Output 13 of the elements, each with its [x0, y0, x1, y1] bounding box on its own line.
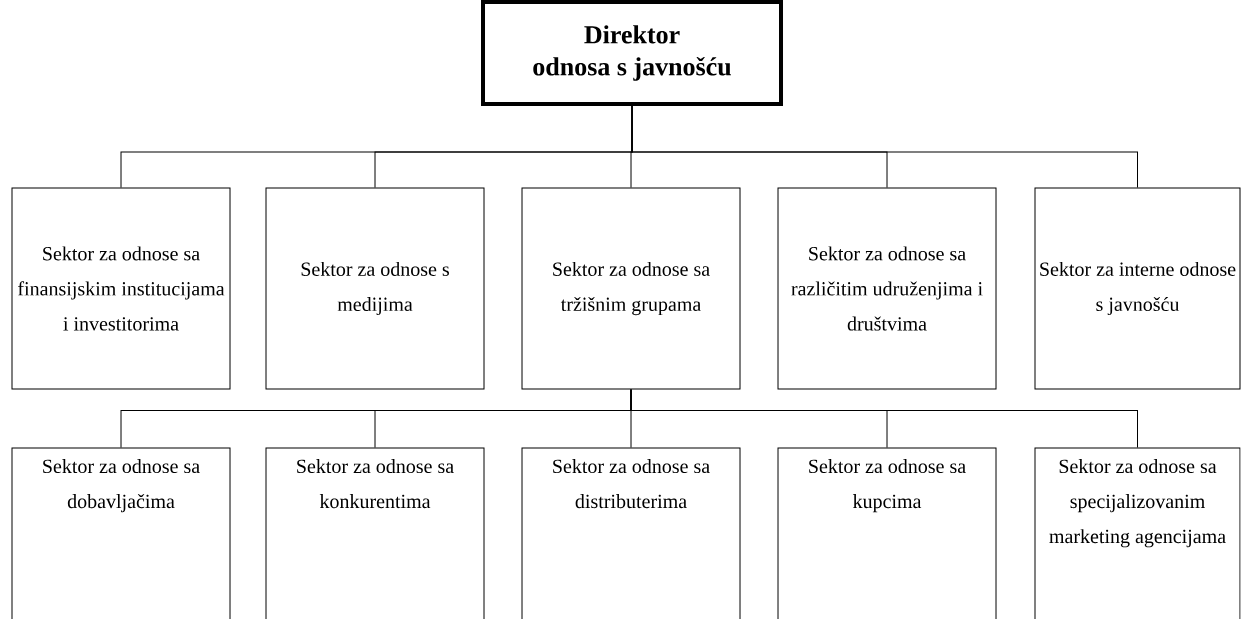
connector-line: [631, 105, 1138, 188]
department-box: Sektor za odnose s medijima: [265, 187, 485, 390]
department-box: Sektor za odnose sa konkurentima: [265, 447, 485, 619]
department-box: Sektor za odnose sa specijalizovanim marketing agencijama: [1034, 447, 1241, 619]
connector-line: [630, 389, 1138, 448]
department-box: Sektor za odnose sa finansijskim institucijama i investitorima: [11, 187, 231, 390]
department-box: Sektor za odnose sa različitim udruženjima i društvima: [777, 187, 997, 390]
department-box: Sektor za odnose sa dobavljačima: [11, 447, 231, 619]
department-box: Sektor za odnose sa kupcima: [777, 447, 997, 619]
department-box: Sektor za odnose sa distributerima: [521, 447, 741, 619]
department-box: Sektor za interne odnose s javnošću: [1034, 187, 1241, 390]
department-box: Sektor za odnose sa tržišnim grupama: [521, 187, 741, 390]
title-box: Direktor odnosa s javnošću: [481, 0, 783, 106]
